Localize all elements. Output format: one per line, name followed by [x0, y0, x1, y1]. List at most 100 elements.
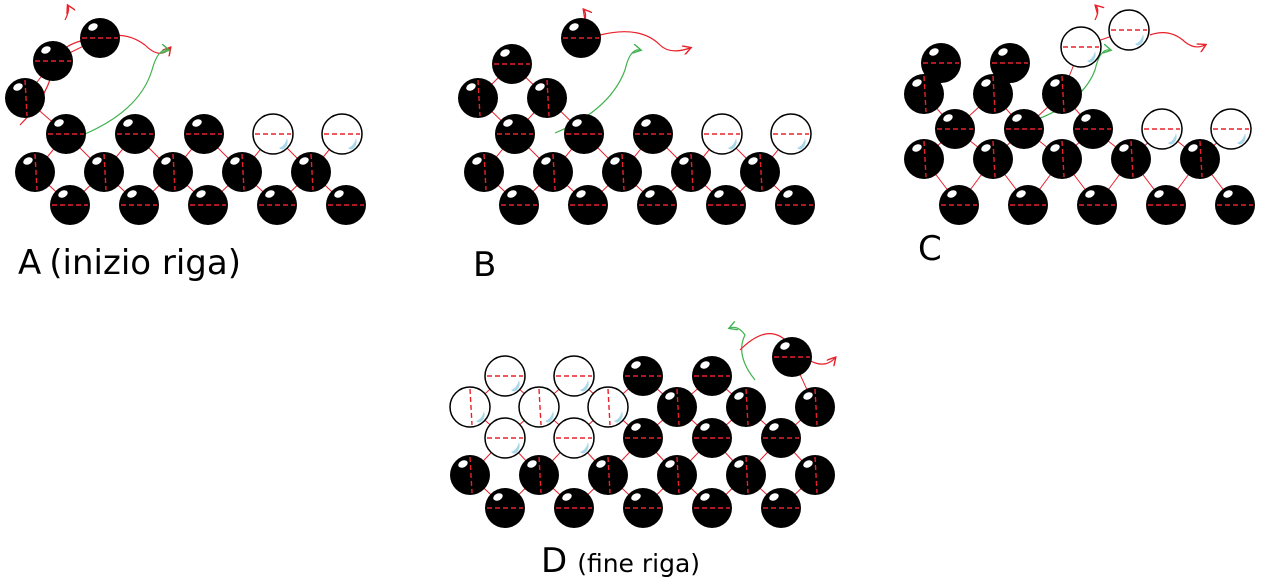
- black-bead-icon: [458, 78, 498, 118]
- black-bead-icon: [939, 185, 979, 225]
- empty-bead-icon: [252, 113, 294, 155]
- black-bead-icon: [633, 114, 673, 154]
- black-bead-icon: [564, 114, 604, 154]
- black-bead-icon: [692, 356, 732, 396]
- black-bead-icon: [772, 337, 812, 377]
- black-bead-icon: [46, 114, 86, 154]
- black-bead-icon: [657, 455, 697, 495]
- black-bead-icon: [761, 488, 801, 528]
- thread-arrow-icon: [599, 31, 690, 51]
- black-bead-icon: [184, 114, 224, 154]
- panel-d-diagram: [449, 327, 835, 528]
- empty-bead-icon: [449, 386, 491, 428]
- black-bead-icon: [602, 152, 642, 192]
- black-bead-icon: [527, 78, 567, 118]
- thread-arrow-icon: [1149, 32, 1205, 47]
- empty-bead-icon: [484, 355, 526, 397]
- black-bead-icon: [1008, 185, 1048, 225]
- panel-a-diagram: [5, 6, 366, 225]
- panel-a-caption: (inizio riga): [49, 243, 241, 283]
- black-bead-icon: [153, 152, 193, 192]
- black-bead-icon: [706, 185, 746, 225]
- black-bead-icon: [519, 455, 559, 495]
- black-bead-icon: [795, 387, 835, 427]
- thread-arrow-icon: [730, 327, 756, 381]
- black-bead-icon: [15, 152, 55, 192]
- black-bead-icon: [623, 356, 663, 396]
- black-bead-icon: [623, 418, 663, 458]
- black-bead-icon: [1073, 109, 1113, 149]
- black-bead-icon: [775, 185, 815, 225]
- empty-bead-icon: [770, 113, 812, 155]
- black-bead-icon: [326, 185, 366, 225]
- black-bead-icon: [795, 455, 835, 495]
- panel-c-label: C: [918, 232, 942, 266]
- black-bead-icon: [973, 74, 1013, 114]
- black-bead-icon: [188, 185, 228, 225]
- thread-arrow-icon: [1009, 50, 1110, 129]
- panel-d-letter: D: [541, 541, 568, 581]
- black-bead-icon: [1146, 185, 1186, 225]
- black-bead-icon: [495, 114, 535, 154]
- black-bead-icon: [1111, 139, 1151, 179]
- black-bead-icon: [761, 418, 801, 458]
- black-bead-icon: [291, 152, 331, 192]
- empty-bead-icon: [701, 113, 743, 155]
- panel-a-label: A(inizio riga): [18, 246, 241, 280]
- panel-b-letter: B: [473, 245, 497, 285]
- empty-bead-icon: [553, 355, 595, 397]
- black-bead-icon: [904, 139, 944, 179]
- black-bead-icon: [657, 387, 697, 427]
- black-bead-icon: [692, 488, 732, 528]
- black-bead-icon: [115, 114, 155, 154]
- black-bead-icon: [464, 152, 504, 192]
- empty-bead-icon: [1108, 9, 1150, 51]
- black-bead-icon: [50, 185, 90, 225]
- black-bead-icon: [1042, 74, 1082, 114]
- black-bead-icon: [1004, 109, 1044, 149]
- black-bead-icon: [554, 488, 594, 528]
- black-bead-icon: [671, 152, 711, 192]
- black-bead-icon: [5, 78, 45, 118]
- empty-bead-icon: [484, 417, 526, 459]
- black-bead-icon: [80, 18, 120, 58]
- panel-b-diagram: [458, 10, 815, 225]
- thread-arrow-icon: [84, 50, 168, 135]
- black-bead-icon: [904, 74, 944, 114]
- black-bead-icon: [740, 152, 780, 192]
- black-bead-icon: [1180, 139, 1220, 179]
- black-bead-icon: [492, 44, 532, 84]
- panel-d-caption: (fine riga): [577, 549, 701, 578]
- panel-c-diagram: [904, 6, 1255, 225]
- black-bead-icon: [1077, 185, 1117, 225]
- panel-d-label: D (fine riga): [541, 544, 700, 578]
- black-bead-icon: [726, 455, 766, 495]
- black-bead-icon: [257, 185, 297, 225]
- empty-bead-icon: [1210, 108, 1252, 150]
- black-bead-icon: [561, 18, 601, 58]
- black-bead-icon: [588, 455, 628, 495]
- empty-bead-icon: [1060, 26, 1102, 68]
- black-bead-icon: [637, 185, 677, 225]
- empty-bead-icon: [321, 113, 363, 155]
- empty-bead-icon: [553, 417, 595, 459]
- black-bead-icon: [935, 109, 975, 149]
- black-bead-icon: [973, 139, 1013, 179]
- empty-bead-icon: [587, 386, 629, 428]
- panel-c-letter: C: [918, 229, 942, 269]
- black-bead-icon: [568, 185, 608, 225]
- black-bead-icon: [533, 152, 573, 192]
- black-bead-icon: [990, 43, 1030, 83]
- black-bead-icon: [499, 185, 539, 225]
- black-bead-icon: [921, 43, 961, 83]
- black-bead-icon: [1042, 139, 1082, 179]
- black-bead-icon: [222, 152, 262, 192]
- empty-bead-icon: [1141, 108, 1183, 150]
- black-bead-icon: [450, 455, 490, 495]
- black-bead-icon: [1215, 185, 1255, 225]
- panel-a-letter: A: [18, 243, 42, 283]
- black-bead-icon: [692, 418, 732, 458]
- black-bead-icon: [33, 41, 73, 81]
- black-bead-icon: [623, 488, 663, 528]
